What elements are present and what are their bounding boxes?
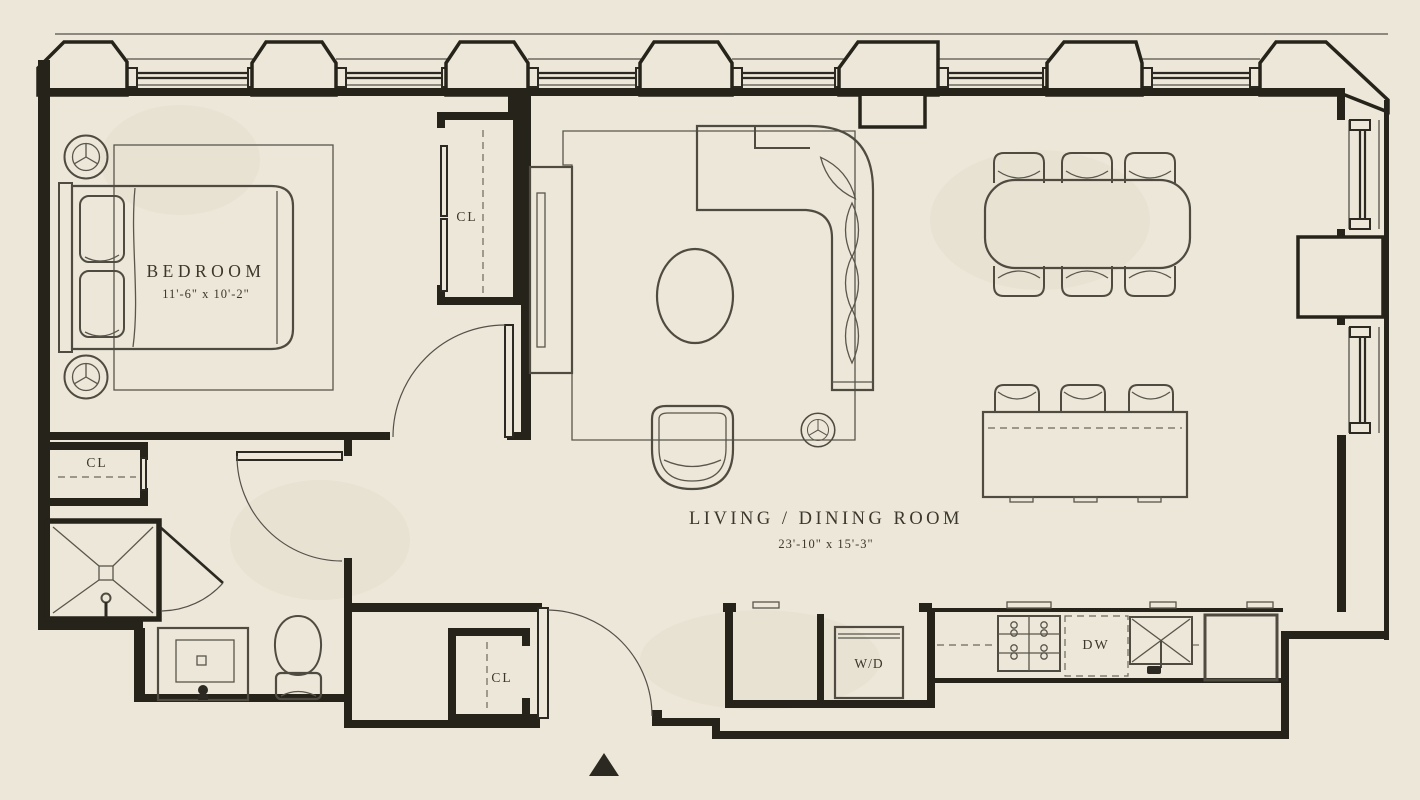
bathroom-door	[236, 451, 343, 562]
dishwasher-outline	[1064, 615, 1129, 677]
refrigerator	[1203, 613, 1279, 682]
sofa	[695, 124, 875, 392]
structural-pier	[1296, 235, 1385, 319]
shower-head-icon	[100, 592, 112, 604]
bedroom-closet	[440, 130, 484, 293]
sofa-pillow	[844, 202, 860, 258]
dining-set	[983, 152, 1192, 297]
dining-chair	[1124, 265, 1176, 297]
sofa-pillow	[844, 255, 860, 311]
range	[997, 615, 1061, 672]
window	[731, 58, 846, 88]
entry-door	[537, 607, 653, 719]
bar-stool	[994, 384, 1040, 413]
pillow	[79, 270, 125, 338]
pillow	[79, 195, 125, 263]
side-table-icon	[800, 412, 836, 448]
living-room-rug	[562, 130, 856, 441]
kitchen-island	[981, 384, 1189, 503]
dining-chair	[1124, 152, 1176, 184]
shower-door	[159, 526, 224, 612]
sofa-pillow	[815, 152, 861, 204]
right-windows	[1348, 119, 1380, 434]
entry-arrow-icon	[589, 753, 619, 776]
hall-closet	[50, 442, 148, 506]
paper-texture	[100, 105, 1150, 710]
sofa-pillow	[844, 308, 860, 364]
washer-dryer	[833, 625, 905, 700]
coffee-table	[655, 247, 735, 345]
bar-stool	[1060, 384, 1106, 413]
washer-dryer-label: W/D	[854, 656, 883, 671]
window	[1348, 119, 1380, 230]
cabinet-handle	[1149, 601, 1177, 609]
bathroom	[44, 518, 323, 702]
toilet	[273, 614, 323, 701]
vanity-sink	[156, 626, 250, 702]
bedroom-closet-label: CL	[456, 209, 477, 224]
armchair	[650, 404, 735, 491]
bedroom-dimensions: 11'-6" x 10'-2"	[162, 287, 250, 301]
bed	[58, 182, 295, 353]
living-dining-label: LIVING / DINING ROOM	[689, 509, 963, 529]
window	[126, 58, 259, 88]
bedroom-door	[392, 324, 514, 438]
dishwasher-label: DW	[1082, 638, 1109, 653]
sliding-door	[440, 145, 448, 217]
tv-console	[528, 165, 574, 375]
nightstand-icon	[63, 354, 109, 400]
kitchen	[752, 601, 1279, 700]
faucet-icon	[198, 685, 208, 695]
living-dining-dimensions: 23'-10" x 15'-3"	[778, 537, 873, 551]
cabinet-handle	[752, 601, 780, 609]
sliding-door	[440, 218, 448, 292]
closet-door	[140, 457, 147, 491]
shower-drain	[98, 565, 114, 581]
bar-stool	[1128, 384, 1174, 413]
window	[527, 58, 647, 88]
bedroom-label: BEDROOM	[146, 261, 265, 281]
range-hood	[1006, 601, 1052, 609]
window	[1141, 58, 1261, 88]
window	[937, 58, 1054, 88]
dining-table	[983, 178, 1192, 270]
faucet-handle-icon	[1147, 666, 1161, 674]
hall-closet-label: CL	[86, 455, 107, 470]
cabinet-handle	[1246, 601, 1274, 609]
entry-closet-label: CL	[491, 670, 512, 685]
shower	[44, 518, 162, 622]
window	[335, 58, 453, 88]
window	[1348, 326, 1380, 434]
kitchen-sink	[1129, 616, 1193, 674]
bedroom-rug	[113, 144, 334, 391]
column	[837, 40, 940, 129]
